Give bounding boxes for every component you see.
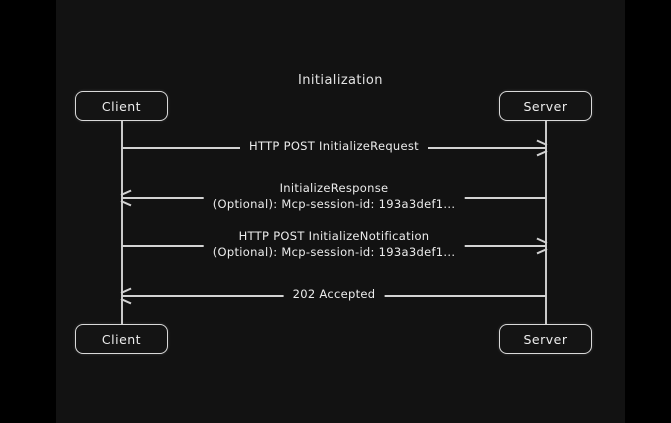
arrowhead-right-icon	[536, 241, 547, 252]
message-4-label-line1: 202 Accepted	[292, 287, 376, 301]
participant-box-server-top: Server	[499, 91, 592, 121]
arrowhead-right-icon	[536, 143, 547, 154]
sequence-diagram-canvas: Initialization Client Server HTTP POST I…	[56, 0, 625, 423]
message-1-label-line1: HTTP POST InitializeRequest	[249, 139, 419, 153]
participant-box-server-bottom: Server	[499, 324, 592, 354]
arrowhead-left-icon	[121, 193, 132, 204]
participant-box-client-top: Client	[75, 91, 168, 121]
participant-box-client-bottom: Client	[75, 324, 168, 354]
lifeline-client	[121, 121, 123, 324]
message-2-label: InitializeResponse (Optional): Mcp-sessi…	[203, 180, 465, 212]
message-3-label: HTTP POST InitializeNotification (Option…	[203, 228, 465, 260]
message-1-label: HTTP POST InitializeRequest	[240, 138, 428, 154]
lifeline-server	[545, 121, 547, 324]
message-4-label: 202 Accepted	[283, 286, 385, 302]
message-2-label-line1: InitializeResponse	[279, 181, 389, 195]
diagram-title: Initialization	[298, 73, 383, 88]
message-3-label-line1: HTTP POST InitializeNotification	[238, 229, 430, 243]
message-2-label-line2: (Optional): Mcp-session-id: 193a3def1...	[212, 197, 456, 211]
arrowhead-left-icon	[121, 291, 132, 302]
message-3-label-line2: (Optional): Mcp-session-id: 193a3def1...	[212, 245, 456, 259]
